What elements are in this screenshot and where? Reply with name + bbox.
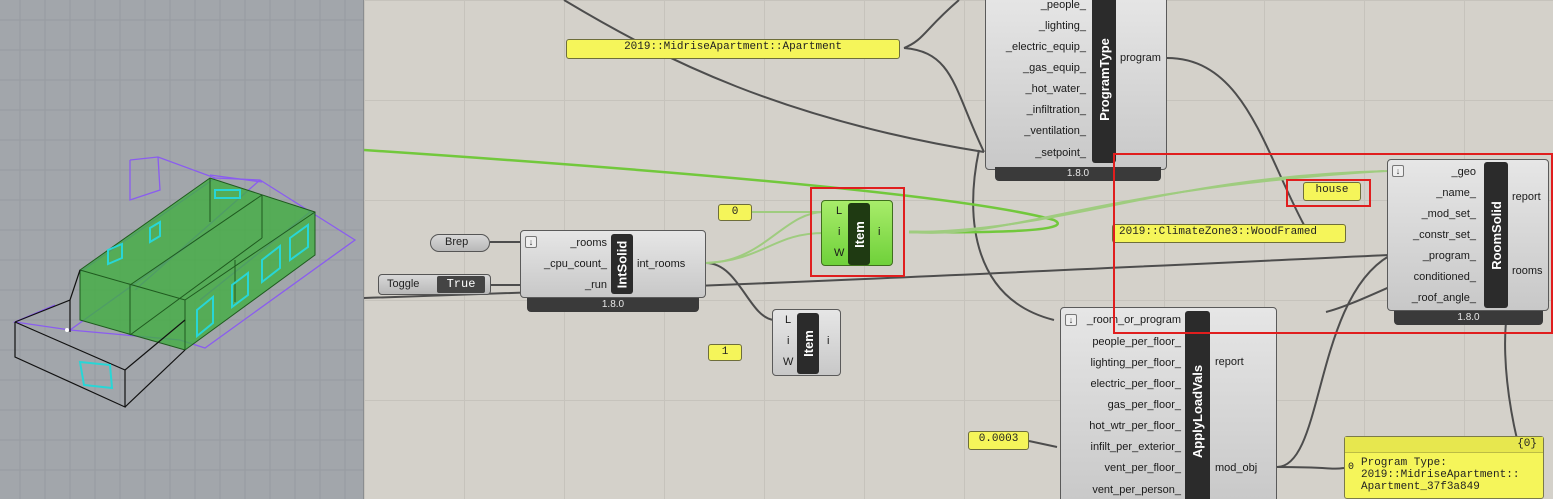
apartment-panel[interactable]: 2019::MidriseApartment::Apartment xyxy=(566,39,900,59)
name-panel[interactable]: house xyxy=(1303,182,1361,201)
input-gas-equip[interactable]: _gas_equip_ xyxy=(1022,62,1086,74)
list-item-component-selected[interactable]: Item L i W i xyxy=(821,200,893,266)
input-electric-per-floor[interactable]: electric_per_floor_ xyxy=(1090,378,1182,390)
highlight-name-panel xyxy=(1286,179,1371,207)
viewport-geometry xyxy=(0,0,363,499)
intsolid-version: 1.8.0 xyxy=(527,298,699,312)
output-report[interactable]: report xyxy=(1512,191,1541,203)
index-panel-0[interactable]: 0 xyxy=(718,204,752,221)
roomsolid-title: RoomSolid xyxy=(1484,162,1508,308)
flatten-icon-3: ↓ xyxy=(1065,314,1077,326)
output-mod-obj[interactable]: mod_obj xyxy=(1215,462,1258,474)
input-conditioned[interactable]: conditioned_ xyxy=(1413,271,1476,283)
output-panel-path: {0} xyxy=(1345,437,1543,453)
input-run[interactable]: _run xyxy=(584,279,607,291)
input-rooms[interactable]: _rooms xyxy=(570,237,607,249)
highlight-item-component xyxy=(810,187,905,277)
program-type-version: 1.8.0 xyxy=(995,167,1161,181)
brep-param[interactable]: Brep xyxy=(430,234,490,252)
input-roof-angle[interactable]: _roof_angle_ xyxy=(1411,292,1476,304)
input-index-2[interactable]: i xyxy=(787,335,790,347)
input-lighting[interactable]: _lighting_ xyxy=(1038,20,1086,32)
grasshopper-canvas[interactable]: 2019::MidriseApartment::Apartment 2019::… xyxy=(364,0,1553,499)
intsolid-component[interactable]: ↓ IntSolid _rooms _cpu_count_ _run int_r… xyxy=(520,230,706,298)
input-wrap[interactable]: W xyxy=(834,247,845,259)
input-room-or-program[interactable]: _room_or_program xyxy=(1086,314,1181,326)
input-vent-per-person[interactable]: vent_per_person_ xyxy=(1092,484,1181,496)
output-panel-index: 0 xyxy=(1348,462,1355,473)
input-infiltration[interactable]: _infiltration_ xyxy=(1026,104,1086,116)
toggle-label: Toggle xyxy=(387,278,420,290)
boolean-toggle[interactable]: Toggle True xyxy=(378,274,491,295)
program-type-title: ProgramType xyxy=(1092,0,1116,163)
output-item-2[interactable]: i xyxy=(827,335,830,347)
input-program[interactable]: _program_ xyxy=(1422,250,1476,262)
input-mod-set[interactable]: _mod_set_ xyxy=(1421,208,1476,220)
brep-param-label: Brep xyxy=(445,236,469,248)
input-cpu-count[interactable]: _cpu_count_ xyxy=(544,258,607,270)
output-panel-line-2: 2019::MidriseApartment:: xyxy=(1361,469,1520,481)
list-item-title: Item xyxy=(848,203,870,265)
roomsolid-version: 1.8.0 xyxy=(1394,311,1543,325)
flatten-icon-2: ↓ xyxy=(1392,165,1404,177)
output-report-2[interactable]: report xyxy=(1215,356,1244,368)
input-electric-equip[interactable]: _electric_equip_ xyxy=(1005,41,1086,53)
list-item-title-2: Item xyxy=(797,313,819,374)
input-hot-water[interactable]: _hot_water_ xyxy=(1025,83,1086,95)
output-panel[interactable]: {0} 0 Program Type: 2019::MidriseApartme… xyxy=(1344,436,1544,499)
output-panel-line-3: Apartment_37f3a849 xyxy=(1361,481,1480,493)
flatten-icon: ↓ xyxy=(525,236,537,248)
output-rooms[interactable]: rooms xyxy=(1512,265,1543,277)
intsolid-title: IntSolid xyxy=(611,234,633,294)
input-name[interactable]: _name_ xyxy=(1436,187,1476,199)
highlight-roomsolid-group xyxy=(1113,153,1553,334)
construction-panel[interactable]: 2019::ClimateZone3::WoodFramed xyxy=(1112,224,1346,243)
input-lighting-per-floor[interactable]: lighting_per_floor_ xyxy=(1090,357,1181,369)
list-item-component[interactable]: Item L i W i xyxy=(772,309,841,376)
input-vent-per-floor[interactable]: vent_per_floor_ xyxy=(1104,462,1181,474)
infiltration-panel[interactable]: 0.0003 xyxy=(968,431,1029,450)
input-geo[interactable]: _geo xyxy=(1451,166,1476,178)
input-list-2[interactable]: L xyxy=(785,314,792,326)
input-wrap-2[interactable]: W xyxy=(783,356,794,368)
rhino-viewport[interactable] xyxy=(0,0,364,499)
output-panel-line-1: Program Type: xyxy=(1361,457,1447,469)
roomsolid-component[interactable]: ↓ RoomSolid _geo _name_ _mod_set_ _const… xyxy=(1387,159,1549,311)
applyloadvals-component[interactable]: ↓ ApplyLoadVals _room_or_program people_… xyxy=(1060,307,1277,499)
input-gas-per-floor[interactable]: gas_per_floor_ xyxy=(1107,399,1181,411)
input-hot-wtr-per-floor[interactable]: hot_wtr_per_floor_ xyxy=(1089,420,1181,432)
input-people-per-floor[interactable]: people_per_floor_ xyxy=(1092,336,1181,348)
input-ventilation[interactable]: _ventilation_ xyxy=(1024,125,1086,137)
toggle-value[interactable]: True xyxy=(437,276,485,293)
input-setpoint[interactable]: _setpoint_ xyxy=(1035,147,1086,159)
output-program[interactable]: program xyxy=(1120,52,1161,64)
output-int-rooms[interactable]: int_rooms xyxy=(637,258,686,270)
input-people[interactable]: _people_ xyxy=(1040,0,1086,11)
input-list[interactable]: L xyxy=(836,205,843,217)
program-type-component[interactable]: ProgramType _people_ _lighting_ _electri… xyxy=(985,0,1167,170)
input-index[interactable]: i xyxy=(838,226,841,238)
input-constr-set[interactable]: _constr_set_ xyxy=(1413,229,1476,241)
input-infilt-per-exterior[interactable]: infilt_per_exterior_ xyxy=(1090,441,1182,453)
index-panel-1[interactable]: 1 xyxy=(708,344,742,361)
applyloadvals-title: ApplyLoadVals xyxy=(1185,311,1210,499)
output-item[interactable]: i xyxy=(878,226,881,238)
